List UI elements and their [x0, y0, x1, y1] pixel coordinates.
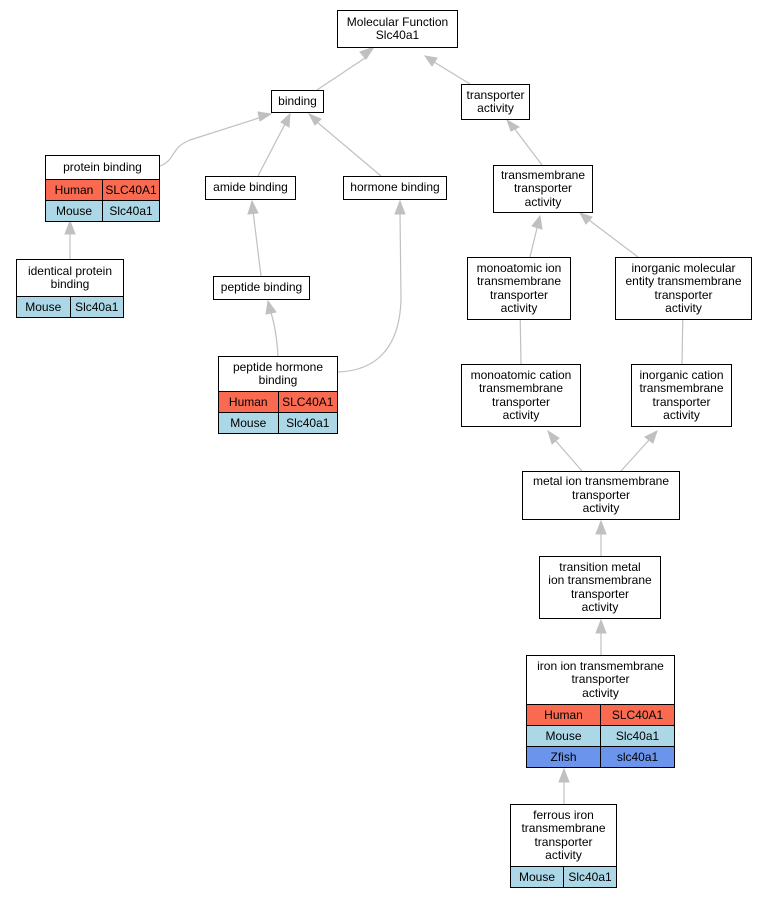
species-name: Mouse: [545, 729, 582, 743]
arrowhead-peptide-hormone-up: [265, 299, 277, 315]
node-label: protein binding: [63, 159, 142, 174]
species-row: Mouse Slc40a1: [17, 296, 123, 317]
node-ferrous-iron-transporter[interactable]: ferrous iron transmembrane transporter a…: [510, 804, 617, 888]
gene-symbol: SLC40A1: [102, 180, 159, 200]
node-amide-binding[interactable]: amide binding: [205, 176, 296, 200]
gene-symbol: Slc40a1: [600, 726, 674, 746]
node-label: metal ion transmembrane transporter acti…: [532, 474, 670, 516]
node-peptide-binding[interactable]: peptide binding: [213, 276, 310, 300]
arrowhead-mf-transporter: [423, 55, 438, 67]
edge-peptide-hormone-hormone-binding: [337, 211, 402, 373]
edge-metal-ion-monoatomic-cation: [554, 439, 583, 472]
node-label: transition metal ion transmembrane trans…: [548, 559, 652, 614]
species-name: Mouse: [25, 300, 62, 314]
arrowhead-metal-transition: [595, 519, 607, 535]
node-label: monoatomic ion transmembrane transporter…: [476, 260, 562, 315]
node-inorganic-cation-transporter[interactable]: inorganic cation transmembrane transport…: [631, 364, 732, 427]
edge-tm-transporter-transporter: [513, 127, 543, 166]
species-row: Human SLC40A1: [527, 704, 674, 725]
node-label: amide binding: [213, 180, 288, 195]
edge-binding-mf: [316, 55, 369, 91]
edge-protein-binding-binding: [159, 116, 263, 167]
arrowhead-binding-protein: [257, 111, 273, 122]
species-name: Mouse: [518, 870, 556, 884]
arrowhead-monoatomic-cation-metal: [547, 429, 560, 445]
node-label: monoatomic cation transmembrane transpor…: [470, 367, 572, 422]
arrowhead-hormone-peptide: [394, 199, 406, 215]
arrowhead-iron-ferrous: [558, 767, 570, 783]
edge-monoatomic-ion-tm-transporter: [529, 227, 538, 258]
node-transporter-activity[interactable]: transporter activity: [461, 84, 530, 120]
gene-symbol: Slc40a1: [277, 413, 338, 433]
arrowhead-mf-binding: [359, 46, 376, 60]
node-label: inorganic molecular entity transmembrane…: [625, 260, 742, 315]
edge-metal-ion-inorganic-cation: [620, 439, 650, 472]
node-identical-protein-binding[interactable]: identical protein binding Mouse Slc40a1: [16, 259, 124, 318]
node-monoatomic-cation-transporter[interactable]: monoatomic cation transmembrane transpor…: [461, 364, 581, 427]
species-name: Human: [228, 395, 268, 409]
species-row: Human SLC40A1: [46, 179, 159, 200]
species-name: Mouse: [230, 416, 267, 430]
arrowhead-transporter-tm: [506, 118, 521, 132]
edge-hormone-binding-binding: [316, 121, 382, 177]
edge-amide-binding-binding: [257, 123, 286, 177]
node-binding[interactable]: binding: [271, 90, 324, 113]
edge-peptide-binding-amide-binding: [252, 210, 262, 277]
node-peptide-hormone-binding[interactable]: peptide hormone binding Human SLC40A1 Mo…: [218, 356, 338, 434]
species-name: Zfish: [550, 750, 577, 764]
node-label: peptide binding: [220, 280, 303, 295]
species-name: Human: [544, 708, 583, 722]
arrowhead-amide-peptide: [247, 199, 259, 215]
node-transition-metal-ion-transporter[interactable]: transition metal ion transmembrane trans…: [539, 556, 661, 619]
node-label: peptide hormone binding: [232, 359, 324, 387]
species-row: Mouse Slc40a1: [219, 412, 337, 433]
node-label: inorganic cation transmembrane transport…: [639, 367, 724, 422]
node-label: hormone binding: [350, 180, 440, 195]
gene-symbol: SLC40A1: [277, 392, 338, 412]
gene-symbol: Slc40a1: [102, 201, 159, 221]
arrowhead-transition-iron: [595, 618, 607, 634]
arrowhead-tm-inorganic-molecular: [578, 212, 593, 225]
arrowhead-inorganic-cation-metal: [644, 430, 658, 444]
node-label: Molecular Function Slc40a1: [346, 14, 449, 42]
edge-peptide-hormone-peptide-binding: [270, 312, 279, 357]
gene-symbol: SLC40A1: [600, 705, 674, 725]
node-label: ferrous iron transmembrane transporter a…: [521, 807, 606, 862]
node-metal-ion-transporter[interactable]: metal ion transmembrane transporter acti…: [522, 471, 680, 520]
species-row: Zfish slc40a1: [527, 746, 674, 767]
node-label: identical protein binding: [27, 263, 113, 291]
node-protein-binding[interactable]: protein binding Human SLC40A1 Mouse Slc4…: [45, 155, 160, 222]
gene-symbol: slc40a1: [600, 747, 674, 767]
arrowhead-tm-monoatomic-ion: [531, 214, 543, 230]
species-row: Human SLC40A1: [219, 391, 337, 412]
node-label: binding: [278, 93, 317, 108]
node-label: transporter activity: [466, 87, 525, 115]
edge-transporter-mf: [433, 61, 471, 85]
species-row: Mouse Slc40a1: [511, 866, 616, 887]
node-monoatomic-ion-transporter[interactable]: monoatomic ion transmembrane transporter…: [467, 257, 571, 320]
arrowhead-binding-amide: [280, 112, 291, 128]
species-name: Human: [54, 183, 94, 197]
node-label: iron ion transmembrane transporter activ…: [537, 658, 664, 700]
node-label: transmembrane transporter activity: [500, 167, 586, 209]
species-name: Mouse: [55, 204, 93, 218]
node-molecular-function[interactable]: Molecular Function Slc40a1: [337, 10, 458, 48]
node-iron-ion-transporter[interactable]: iron ion transmembrane transporter activ…: [526, 655, 675, 768]
gene-symbol: Slc40a1: [563, 867, 616, 887]
gene-symbol: Slc40a1: [69, 297, 124, 317]
node-transmembrane-transporter-activity[interactable]: transmembrane transporter activity: [493, 165, 593, 213]
arrowhead-binding-hormone: [307, 112, 322, 126]
arrowhead-protein-identical: [64, 219, 76, 235]
species-row: Mouse Slc40a1: [46, 200, 159, 221]
node-inorganic-molecular-entity-transporter[interactable]: inorganic molecular entity transmembrane…: [615, 257, 752, 320]
species-row: Mouse Slc40a1: [527, 725, 674, 746]
edge-inorganic-molecular-tm-transporter: [588, 219, 639, 258]
node-hormone-binding[interactable]: hormone binding: [343, 176, 447, 200]
